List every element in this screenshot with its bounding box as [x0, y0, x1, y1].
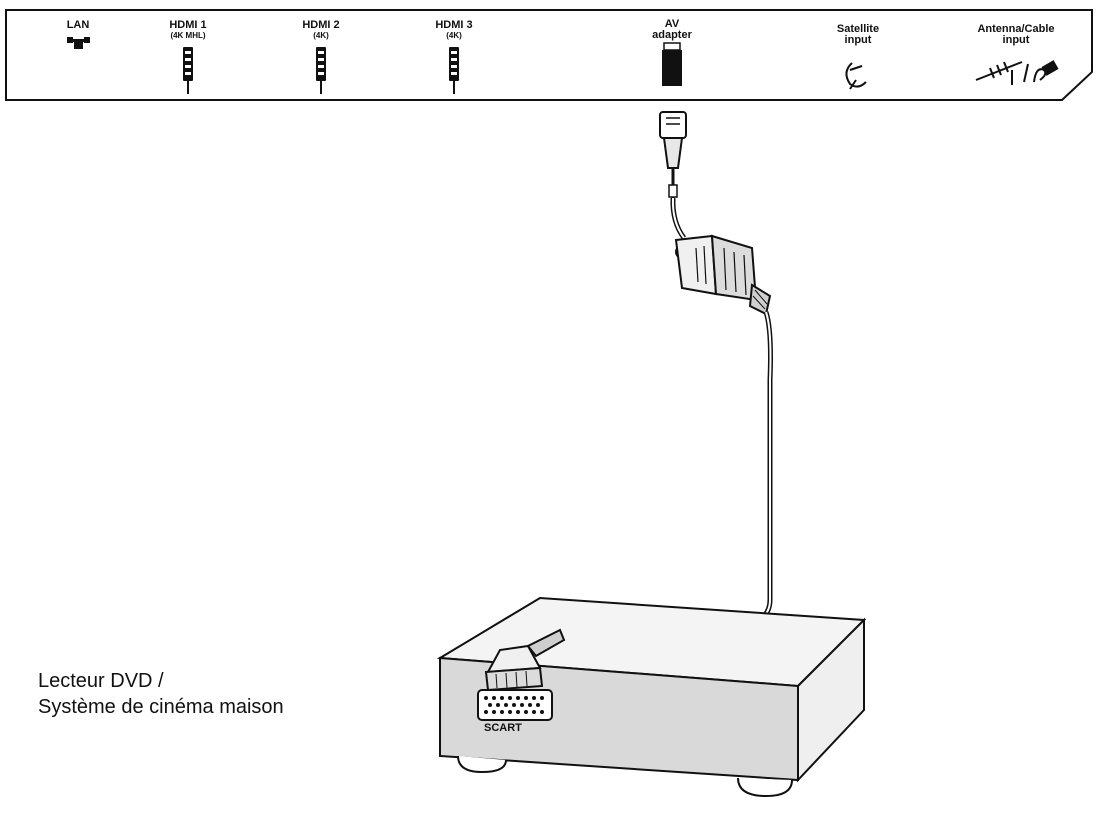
av-adapter-icon: [662, 42, 682, 86]
port-label-satellite-line1: Satellite: [836, 23, 880, 35]
port-label-antenna-line1: Antenna/Cable: [977, 23, 1055, 35]
device-caption-line2: Système de cinéma maison: [38, 696, 284, 718]
scart-cable: [559, 311, 773, 633]
port-label-av-line2: adapter: [652, 29, 692, 41]
port-label-hdmi1: HDMI 1 (4K MHL): [158, 20, 218, 40]
port-label-av-line1: AV: [664, 18, 680, 30]
port-label-antenna: Antenna/Cable input: [966, 24, 1066, 46]
hdmi-cable-icon-2: [316, 47, 326, 94]
scart-label: SCART: [484, 722, 522, 734]
port-label-av: AV adapter: [642, 19, 702, 41]
port-label-hdmi2: HDMI 2 (4K): [296, 20, 346, 40]
port-label-hdmi2-line1: HDMI 2: [302, 19, 340, 31]
scart-socket-pins: [484, 696, 544, 714]
tv-panel-outline: [5, 9, 1093, 101]
port-label-satellite-line2: input: [844, 34, 872, 46]
port-label-lan: LAN: [58, 20, 98, 31]
port-label-hdmi1-line1: HDMI 1: [169, 19, 207, 31]
port-label-hdmi3-line2: (4K): [446, 31, 462, 40]
dvd-device: [436, 596, 867, 798]
hdmi-cable-icon-3: [449, 47, 459, 94]
port-label-hdmi3-line1: HDMI 3: [435, 19, 473, 31]
port-label-satellite: Satellite input: [828, 24, 888, 46]
scart-plug-top: [674, 234, 772, 316]
av-adapter-plug: [659, 111, 687, 198]
antenna-cable-icon: [975, 60, 1059, 85]
port-label-hdmi1-line2: (4K MHL): [170, 31, 206, 40]
port-label-hdmi2-line2: (4K): [313, 31, 329, 40]
device-caption: Lecteur DVD / Système de cinéma maison: [38, 668, 284, 720]
lan-icon: [67, 37, 90, 49]
device-caption-line1: Lecteur DVD /: [38, 670, 164, 692]
port-label-hdmi3: HDMI 3 (4K): [429, 20, 479, 40]
port-label-lan-line1: LAN: [66, 19, 90, 31]
hdmi-cable-icon-1: [183, 47, 193, 94]
scart-plug-device: [484, 628, 566, 692]
port-label-antenna-line2: input: [1002, 34, 1030, 46]
satellite-dish-icon: [845, 62, 867, 90]
